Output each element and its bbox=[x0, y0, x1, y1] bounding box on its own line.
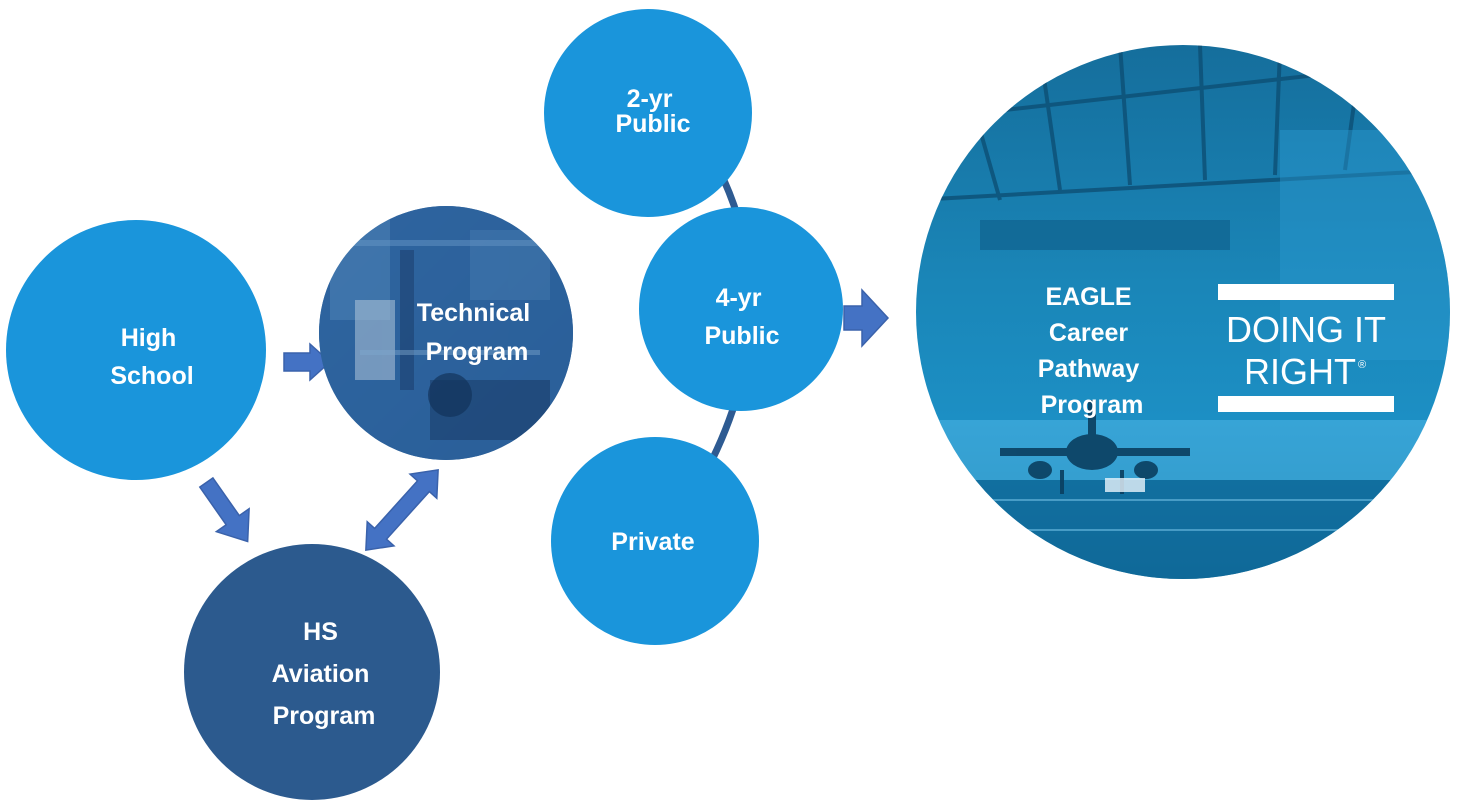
label-line: 4-yr bbox=[716, 284, 762, 312]
label-line: Program bbox=[1041, 391, 1144, 419]
arrow-highschool-to-technical bbox=[283, 342, 332, 382]
node-high-school: High School bbox=[6, 220, 266, 480]
label-line: Program bbox=[426, 338, 529, 366]
label-line: Program bbox=[273, 702, 376, 730]
label-line: Pathway bbox=[1038, 355, 1140, 383]
label-line: Public bbox=[615, 110, 690, 138]
node-4yr-public: 4-yr Public bbox=[639, 207, 843, 411]
node-eagle-career-pathway: EAGLE Career Pathway Program DOING IT RI… bbox=[916, 45, 1450, 579]
node-high-school-label: High School bbox=[110, 324, 193, 390]
logo-top-bar bbox=[1218, 284, 1394, 300]
label-line: Career bbox=[1049, 319, 1128, 347]
arrow-aviation-technical-bidirectional bbox=[365, 468, 439, 552]
logo-line-1: DOING IT bbox=[1226, 309, 1386, 350]
label-line: Public bbox=[704, 322, 779, 350]
label-line: Technical bbox=[417, 299, 530, 327]
label-line: Private bbox=[611, 528, 694, 556]
logo-registered-mark: ® bbox=[1358, 359, 1366, 371]
node-private: Private bbox=[551, 437, 759, 645]
label-line: High bbox=[121, 324, 177, 352]
arrow-highschool-to-aviation bbox=[198, 476, 250, 543]
arrow-universities-to-eagle bbox=[843, 288, 890, 348]
node-technical-program-label: Technical Program bbox=[417, 299, 537, 366]
node-eagle-label: EAGLE Career Pathway Program bbox=[1038, 283, 1146, 419]
node-hs-aviation-label: HS Aviation Program bbox=[272, 618, 377, 730]
label-line: School bbox=[110, 362, 193, 390]
node-technical-program: Technical Program bbox=[319, 206, 573, 460]
node-2yr-public-label: 2-yr Public bbox=[615, 85, 690, 138]
workshop-photo bbox=[319, 206, 573, 460]
logo-line-2: RIGHT bbox=[1244, 351, 1356, 392]
node-2yr-public: 2-yr Public bbox=[544, 9, 752, 217]
node-private-label: Private bbox=[611, 528, 694, 556]
label-line: EAGLE bbox=[1045, 283, 1131, 311]
label-line: Aviation bbox=[272, 660, 370, 688]
node-4yr-public-label: 4-yr Public bbox=[704, 284, 779, 350]
label-line: HS bbox=[303, 618, 338, 646]
doing-it-right-logo: DOING IT RIGHT ® bbox=[1218, 284, 1394, 412]
label-line: 2-yr bbox=[627, 85, 673, 113]
logo-bottom-bar bbox=[1218, 396, 1394, 412]
node-hs-aviation-program: HS Aviation Program bbox=[184, 544, 440, 800]
